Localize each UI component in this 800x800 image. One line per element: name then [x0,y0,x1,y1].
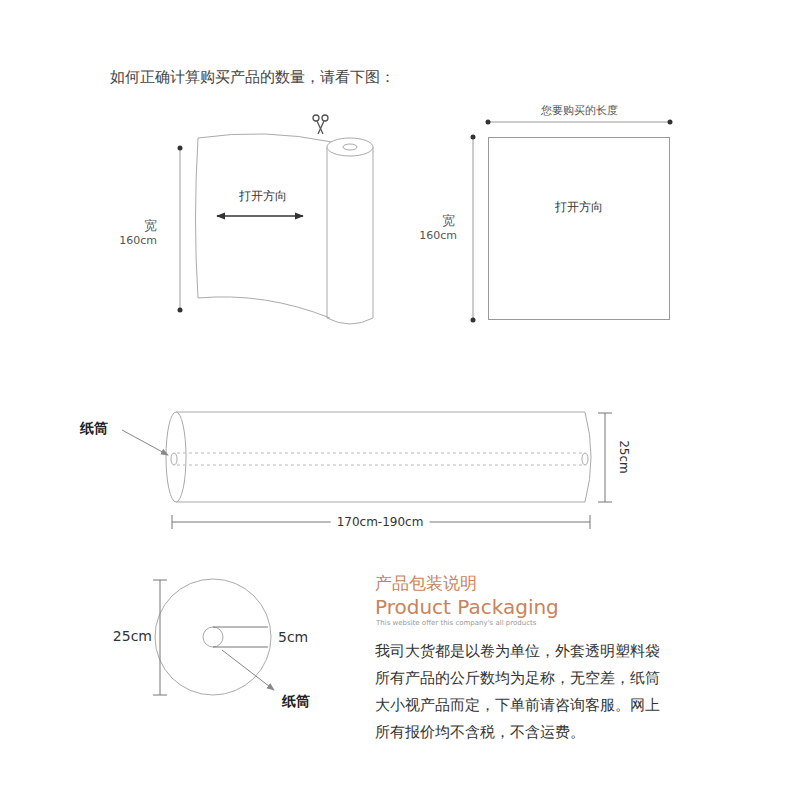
leader-line [222,650,274,690]
leader-line [122,430,168,455]
dimension-label: 170cm-190cm [331,515,430,529]
dimension-label: 宽 [144,218,157,234]
scissors-icon [313,115,328,134]
body-text: 我司大货都是以卷为单位，外套透明塑料袋 所有产品的公斤数均为足称，无空差，纸筒 … [375,638,677,746]
dimension-label: 您要购买的长度 [541,104,618,117]
dimension-line [180,148,181,310]
note: This website offer this company's all pr… [376,619,536,627]
heading: 如何正确计算购买产品的数量，请看下图： [110,68,395,86]
section-heading: 产品包装说明 [375,573,477,593]
dimension-line [153,580,268,695]
dimension-label: 25cm [113,628,152,645]
dimension-line [473,122,670,320]
direction-arrow [217,215,303,216]
dimension-label: 160cm [119,234,157,247]
direction-label: 打开方向 [205,188,320,205]
part-name: 纸筒 [282,693,310,710]
dimension-label: 25cm [617,440,631,474]
section-heading: Product Packaging [375,595,559,619]
dimension-line [172,413,612,529]
sheet-area: 打开方向 [205,180,320,210]
dimension-label: 宽 [442,213,455,229]
roll-side-view [166,412,591,502]
dimension-label: 160cm [419,229,457,242]
part-name: 纸筒 [80,420,108,437]
roll-figure [196,134,374,324]
dimension-label: 5cm [278,629,308,646]
roll-end-view [155,579,271,695]
sheet-rectangle: 打开方向 [488,137,670,320]
direction-label: 打开方向 [489,199,669,216]
